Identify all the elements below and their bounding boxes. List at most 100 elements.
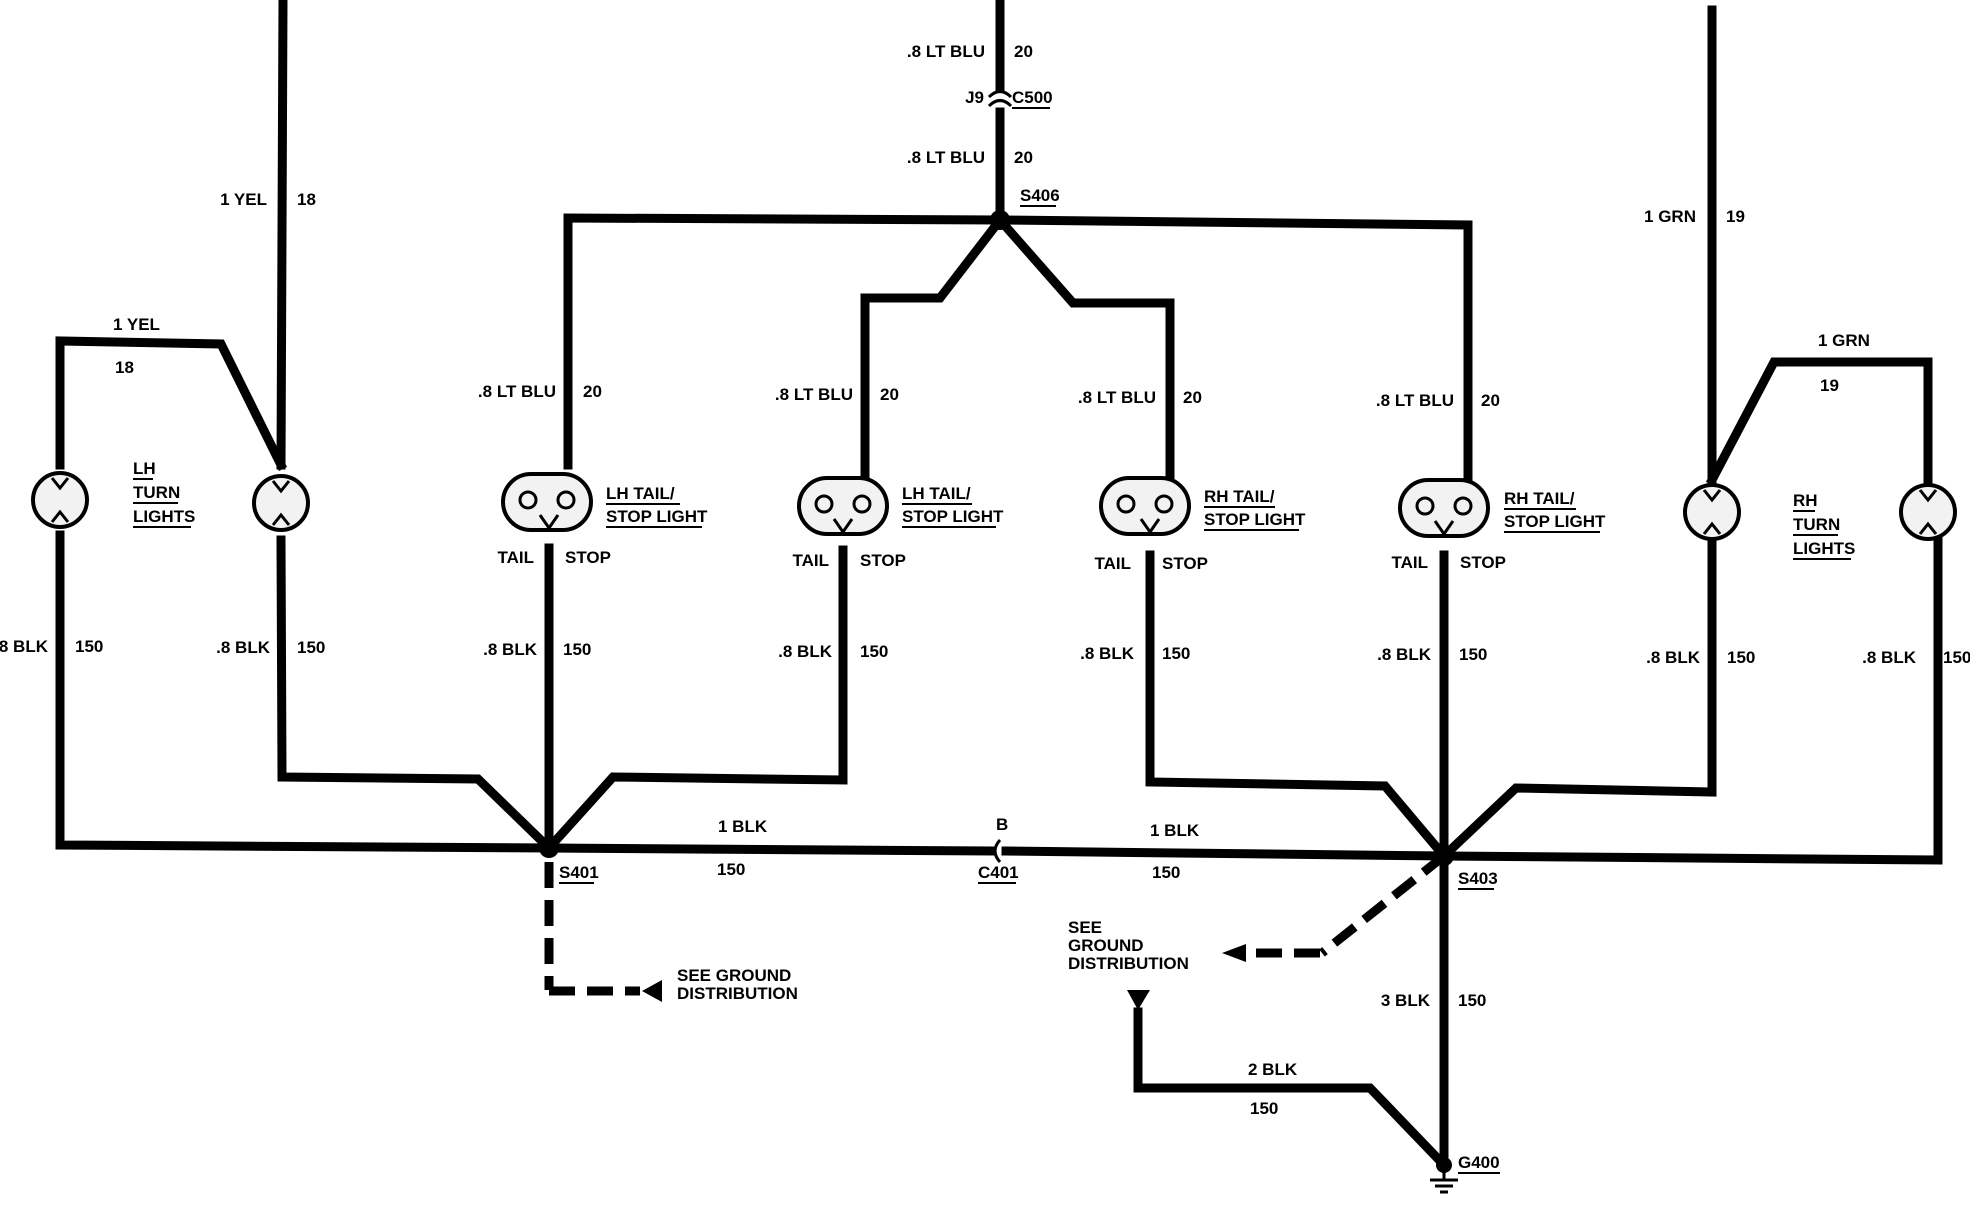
label-stop-4: STOP [1460,553,1506,572]
label-lh-tail-stop-inner-2: STOP LIGHT [902,507,1004,526]
label-branch1-number: 20 [583,382,602,401]
label-blk-6-number: 150 [1459,645,1487,664]
label-blk-7-circuit: .8 BLK [1646,648,1701,667]
splice-s401 [539,838,559,858]
label-blk-1-number: 150 [75,637,103,656]
label-see-ground-2: DISTRIBUTION [677,984,798,1003]
label-rh-feed-circuit: 1 GRN [1644,207,1696,226]
label-branch2-number: 20 [880,385,899,404]
label-branch3-number: 20 [1183,388,1202,407]
label-rh-tail-stop-inner-1: RH TAIL/ [1204,487,1275,506]
bulb-lh-turn-inner [252,474,310,532]
wire-s403-ground-distribution [1222,852,1447,962]
label-bus-left-circuit: 1 BLK [718,817,768,836]
wire-lt-blu-feed [987,0,1013,223]
wire-2-blk [1127,990,1451,1172]
label-branch4-circuit: .8 LT BLU [1376,391,1454,410]
label-lh-tail-stop-inner-1: LH TAIL/ [902,484,971,503]
label-lh-tail-stop-outer-2: STOP LIGHT [606,507,708,526]
label-ground: GROUND [1068,936,1144,955]
label-3-blk-circuit: 3 BLK [1381,991,1431,1010]
label-c500-lower-circuit: .8 LT BLU [907,148,985,167]
wire-lh-turn-feed [55,0,288,472]
label-c401: C401 [978,863,1019,882]
ground-symbol [1430,1165,1458,1194]
label-lh-turn-lights-3: LIGHTS [133,507,195,526]
label-lh-turn-circuit: 1 YEL [113,315,160,334]
splice-s406 [990,210,1010,230]
bulb-rh-turn-outer [1899,483,1957,541]
label-rh-turn-lights-3: LIGHTS [1793,539,1855,558]
label-lh-turn-lights-1: LH [133,459,156,478]
label-branch2-circuit: .8 LT BLU [775,385,853,404]
label-blk-3-number: 150 [563,640,591,659]
label-distribution: DISTRIBUTION [1068,954,1189,973]
bulb-lh-tail-stop-outer [501,472,593,532]
label-blk-1-circuit: .8 BLK [0,637,49,656]
label-blk-8-number: 150 [1943,648,1970,667]
label-bus-left-number: 150 [717,860,745,879]
bulb-lh-turn-outer [31,471,89,529]
label-s406: S406 [1020,186,1060,205]
label-2-blk-circuit: 2 BLK [1248,1060,1298,1079]
label-stop-3: STOP [1162,554,1208,573]
label-rh-tail-stop-outer-2: STOP LIGHT [1504,512,1606,531]
label-branch1-circuit: .8 LT BLU [478,382,556,401]
label-blk-6-circuit: .8 BLK [1377,645,1432,664]
label-tail-1: TAIL [497,548,534,567]
label-g400: G400 [1458,1153,1500,1172]
label-stop-1: STOP [565,548,611,567]
label-blk-2-number: 150 [297,638,325,657]
label-c500-upper-number: 20 [1014,42,1033,61]
label-c500-upper-circuit: .8 LT BLU [907,42,985,61]
label-3-blk-number: 150 [1458,991,1486,1010]
bulb-rh-tail-stop-inner [1099,476,1191,536]
label-blk-5-number: 150 [1162,644,1190,663]
label-blk-4-number: 150 [860,642,888,661]
label-rh-feed-number: 19 [1726,207,1745,226]
label-bus-right-circuit: 1 BLK [1150,821,1200,840]
label-lh-feed-circuit: 1 YEL [220,190,267,209]
label-tail-4: TAIL [1391,553,1428,572]
label-see: SEE [1068,918,1102,937]
label-tail-2: TAIL [792,551,829,570]
label-see-ground-1: SEE GROUND [677,966,791,985]
bulb-lh-tail-stop-inner [797,476,889,536]
bulb-rh-turn-inner [1683,483,1741,541]
label-s403: S403 [1458,869,1498,888]
label-blk-7-number: 150 [1727,648,1755,667]
label-bus-right-number: 150 [1152,863,1180,882]
label-2-blk-number: 150 [1250,1099,1278,1118]
label-lh-turn-lights-2: TURN [133,483,180,502]
label-c500-pin: J9 [965,88,984,107]
label-blk-5-circuit: .8 BLK [1080,644,1135,663]
label-rh-turn-number: 19 [1820,376,1839,395]
label-branch3-circuit: .8 LT BLU [1078,388,1156,407]
label-c500: C500 [1012,88,1053,107]
label-lh-turn-number: 18 [115,358,134,377]
wire-s401-ground-distribution [544,862,662,1002]
label-rh-tail-stop-inner-2: STOP LIGHT [1204,510,1306,529]
label-blk-2-circuit: .8 BLK [216,638,271,657]
label-rh-turn-lights-2: TURN [1793,515,1840,534]
label-tail-3: TAIL [1094,554,1131,573]
wire-main-bus [544,535,1943,865]
wire-rh-turn-feed [1705,5,1933,487]
bulb-rh-tail-stop-outer [1398,478,1490,538]
label-rh-turn-circuit: 1 GRN [1818,331,1870,350]
wire-lh-ground [55,530,848,855]
label-stop-2: STOP [860,551,906,570]
splice-s403 [1434,846,1454,866]
label-c500-lower-number: 20 [1014,148,1033,167]
label-rh-tail-stop-outer-1: RH TAIL/ [1504,489,1575,508]
label-blk-3-circuit: .8 BLK [483,640,538,659]
label-rh-turn-lights-1: RH [1793,491,1818,510]
wire-s406-branches [563,213,1473,490]
label-c401-pin: B [996,815,1008,834]
label-blk-8-circuit: .8 BLK [1862,648,1917,667]
label-branch4-number: 20 [1481,391,1500,410]
label-lh-feed-number: 18 [297,190,316,209]
label-s401: S401 [559,863,599,882]
label-lh-tail-stop-outer-1: LH TAIL/ [606,484,675,503]
